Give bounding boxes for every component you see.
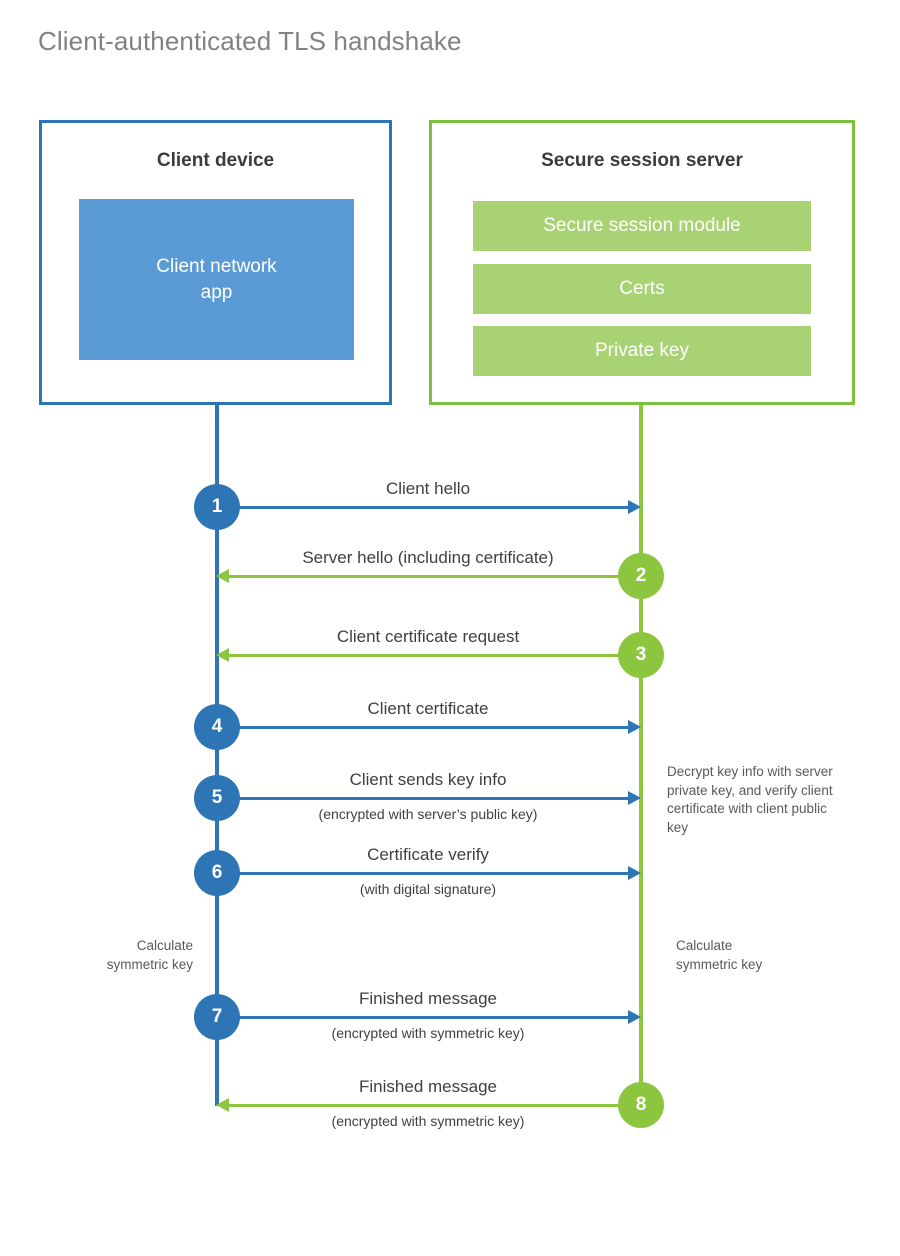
step-marker-7[interactable]: 7 (194, 994, 240, 1040)
step-marker-2[interactable]: 2 (618, 553, 664, 599)
message-label-1: Client hello (385, 479, 471, 498)
client-lifeline (215, 405, 219, 1106)
step-marker-1[interactable]: 1 (194, 484, 240, 530)
arrowhead-right-icon (628, 500, 641, 514)
message-sublabel-6: (with digital signature) (359, 881, 497, 897)
step-marker-5[interactable]: 5 (194, 775, 240, 821)
message-arrow-shaft-6 (217, 872, 631, 875)
message-arrow-shaft-4 (217, 726, 631, 729)
note-client-symkey-line1: Calculate (136, 938, 193, 953)
step-marker-6[interactable]: 6 (194, 850, 240, 896)
message-arrow-shaft-5 (217, 797, 631, 800)
note-client-calculate-symmetric-key: Calculate symmetric key (0, 937, 193, 974)
message-label-4: Client certificate (367, 699, 489, 718)
message-arrow-shaft-1 (217, 506, 631, 509)
page-title: Client-authenticated TLS handshake (38, 26, 462, 56)
arrowhead-right-icon (628, 1010, 641, 1024)
message-label-6: Certificate verify (367, 845, 489, 864)
message-arrow-shaft-7 (217, 1016, 631, 1019)
message-arrow-shaft-8 (228, 1104, 641, 1107)
message-sublabel-5: (encrypted with server’s public key) (318, 806, 538, 822)
message-label-2: Server hello (including certificate) (302, 548, 554, 567)
arrowhead-right-icon (628, 866, 641, 880)
note-server-symkey-line2: symmetric key (676, 956, 763, 972)
message-sublabel-8: (encrypted with symmetric key) (331, 1113, 525, 1129)
arrowhead-left-icon (216, 648, 229, 662)
arrowhead-left-icon (216, 569, 229, 583)
secure-session-server-title: Secure session server (541, 150, 743, 171)
message-arrow-shaft-2 (228, 575, 641, 578)
arrowhead-right-icon (628, 791, 641, 805)
server-component-private-key: Private key (473, 326, 811, 376)
note-server-calculate-symmetric-key: Calculate symmetric key (676, 937, 876, 974)
arrowhead-right-icon (628, 720, 641, 734)
client-network-app-block: Client network app (79, 199, 354, 360)
client-app-label-line2: app (200, 281, 233, 303)
client-device-title: Client device (156, 150, 275, 171)
server-lifeline (639, 405, 643, 1106)
message-label-3: Client certificate request (336, 627, 520, 646)
client-device-box: Client device Client network app (39, 120, 392, 405)
server-component-secure-session-module: Secure session module (473, 201, 811, 251)
arrowhead-left-icon (216, 1098, 229, 1112)
client-app-label-line1: Client network (156, 256, 277, 278)
note-client-symkey-line2: symmetric key (106, 956, 193, 972)
message-sublabel-7: (encrypted with symmetric key) (331, 1025, 525, 1041)
step-marker-8[interactable]: 8 (618, 1082, 664, 1128)
message-label-7: Finished message (359, 989, 497, 1008)
note-server-decrypt: Decrypt key info with server private key… (667, 764, 833, 835)
message-label-5: Client sends key info (349, 770, 507, 789)
step-marker-4[interactable]: 4 (194, 704, 240, 750)
note-server-symkey-line1: Calculate (676, 938, 733, 953)
message-label-8: Finished message (359, 1077, 497, 1096)
secure-session-server-box: Secure session server Secure session mod… (429, 120, 855, 405)
server-component-certs: Certs (473, 264, 811, 314)
step-marker-3[interactable]: 3 (618, 632, 664, 678)
message-arrow-shaft-3 (228, 654, 641, 657)
